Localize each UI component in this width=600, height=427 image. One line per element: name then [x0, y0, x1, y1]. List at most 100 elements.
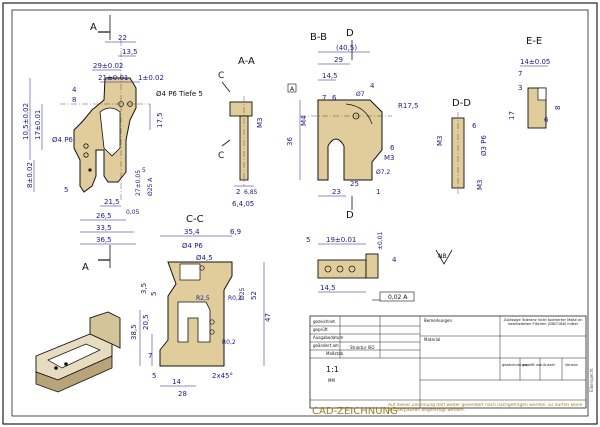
cc-dim-7: 7 [148, 352, 152, 360]
front-dim-8: 8 [72, 96, 76, 104]
section-mark-d-top: D [346, 28, 354, 39]
cc-dim-38-5: 38,5 [130, 324, 138, 340]
aa-dim-6-4: 6,4,05 [232, 200, 254, 208]
tb-col-drawn-by: gezeichnet von [502, 363, 529, 367]
section-bb-label: B-B [310, 32, 327, 43]
bb-dim-36: 36 [286, 137, 294, 146]
small-dim-19: 19±0.01 [326, 236, 356, 244]
tb-scale-value: 1:1 [326, 365, 339, 374]
cc-dim-5: 5 [150, 292, 158, 296]
bb-dim-6b: 6 [390, 144, 395, 152]
front-dim-5b: 5 [142, 167, 146, 174]
small-view-hole-1 [324, 265, 332, 273]
bb-part-outline [317, 99, 383, 181]
front-dim-22: 22 [118, 34, 127, 42]
tb-row-checked: geprüft [313, 327, 328, 332]
bb-dim-r17-5: R17,5 [398, 102, 418, 110]
front-dim-4: 4 [72, 86, 77, 94]
front-view: A A 22 13,5 29±0.02 21±0.01 [22, 15, 203, 273]
tb-footer-note: Auf dieser Zeichnung darf weder gesender… [388, 403, 583, 413]
dd-dim-m3-a: M3 [436, 136, 444, 147]
section-ee: E-E 14±0.05 7 3 17 6 8 [508, 36, 562, 129]
section-dd: D-D M3 6 M3 Ø3 P6 [436, 98, 488, 194]
section-mark-a-bottom: A [82, 262, 89, 273]
front-dim-21-5: 21,5 [104, 198, 120, 206]
isometric-view [35, 311, 121, 393]
title-block: gezeichnet geprüft Ausgabedatum geändert… [309, 315, 587, 417]
cc-dim-dia4-p6: Ø4 P6 [182, 242, 203, 250]
tb-footer-title: CAD-ZEICHNUNG [312, 406, 398, 417]
front-dim-26-5: 26,5 [96, 212, 112, 220]
cc-dim-52: 52 [250, 291, 258, 300]
tb-row-changed: geändert am [313, 343, 339, 348]
section-mark-c-top: C [218, 71, 224, 81]
front-dim-21: 21±0.01 [98, 74, 128, 82]
front-dim-5: 5 [64, 186, 68, 194]
small-view-hole-3 [348, 265, 356, 273]
tb-tolerance-note: Zulässige Toleranz nicht tolerierter Maß… [503, 318, 583, 326]
section-aa-label: A-A [238, 56, 255, 67]
front-dim-17-5: 17,5 [156, 112, 164, 128]
tb-label-remarks: Bemerkungen [424, 318, 452, 323]
tb-label-material: Material [424, 337, 440, 342]
cc-dim-28: 28 [178, 390, 187, 398]
bb-dim-dia7: Ø7 [356, 91, 365, 98]
front-dim-36-5: 36,5 [96, 236, 112, 244]
bb-dim-4: 4 [370, 82, 375, 90]
section-aa: A-A C C M3 2 6,85 6,4,05 [218, 56, 264, 208]
bb-datum-a-label: A [290, 86, 295, 93]
cc-dim-47: 47 [264, 313, 272, 322]
bb-dim-6: 6 [332, 94, 337, 102]
sheet-inner-border [11, 9, 589, 417]
bb-dim-m3: M3 [384, 154, 395, 162]
tb-label-structure: Struktur ISO [350, 345, 375, 350]
cc-dim-r0-2b: R0,2 [222, 339, 236, 346]
front-dim-0-05: 0,05 [126, 209, 140, 216]
cc-hole-3 [199, 265, 205, 271]
bb-dim-m4: M4 [300, 115, 308, 126]
front-hole-4 [83, 152, 89, 158]
aa-dim-2: 2 [236, 188, 240, 196]
small-dim-5: 5 [306, 236, 310, 244]
cc-dim-20-5: 20,5 [142, 314, 150, 330]
front-dim-13-5: 13,5 [122, 48, 138, 56]
cc-dim-r2-5: R2,5 [196, 295, 210, 302]
surface-symbol: NB [435, 249, 453, 265]
cc-dim-3-5: 3,5 [140, 283, 148, 294]
bb-datum-a [287, 83, 297, 93]
bb-dim-14-5: 14,5 [322, 72, 338, 80]
cc-dim-35-4: 35,4 [184, 228, 200, 236]
front-dim-8-02: 8±0.02 [26, 162, 34, 188]
bb-dim-23: 23 [332, 188, 341, 196]
tb-col-version: Version [565, 363, 578, 367]
ee-dim-14: 14±0.05 [520, 58, 550, 66]
tb-unit: MM [328, 378, 335, 383]
cc-dim-5b: 5 [152, 372, 156, 380]
small-flatness-frame [379, 291, 415, 302]
section-mark-c-bottom: C [218, 151, 224, 161]
front-dim-10-5: 10,5±0.02 [22, 103, 30, 140]
dd-dim-6: 6 [472, 122, 477, 130]
section-cc-label: C-C [186, 214, 204, 225]
cc-dim-chamfer: 2x45° [212, 372, 233, 380]
bb-dim-7: 7 [322, 94, 326, 102]
cc-hole-1 [209, 319, 215, 325]
section-cc: C-C 35,4 6,9 Ø4 P6 Ø4,5 3,5 5 R2,5 R0,2 … [130, 214, 272, 398]
ee-dim-3: 3 [518, 84, 522, 92]
side-signature: Eiberspecht [589, 368, 594, 392]
small-dim-tol: ±0,01 [377, 231, 384, 250]
section-bb: B-B D A (40,5) 29 14,5 7 6 4 M4 36 Ø7 R1… [286, 28, 418, 221]
small-dim-4: 4 [392, 256, 397, 264]
bb-dim-25: 25 [350, 180, 359, 188]
front-note-hole: Ø4 P6 Tiefe 5 [156, 90, 203, 98]
front-dim-17: 17±0.01 [34, 110, 42, 140]
bb-dim-29: 29 [334, 56, 343, 64]
bb-dim-dia7-2: Ø7,2 [376, 169, 390, 176]
front-dim-27: 27±0.05 [135, 170, 142, 196]
tb-row-drawn: gezeichnet [313, 319, 335, 324]
cc-dim-14: 14 [172, 378, 181, 386]
section-mark-d-bottom: D [346, 210, 354, 221]
aa-top-block [229, 101, 253, 117]
aa-dim-m3: M3 [256, 118, 264, 129]
